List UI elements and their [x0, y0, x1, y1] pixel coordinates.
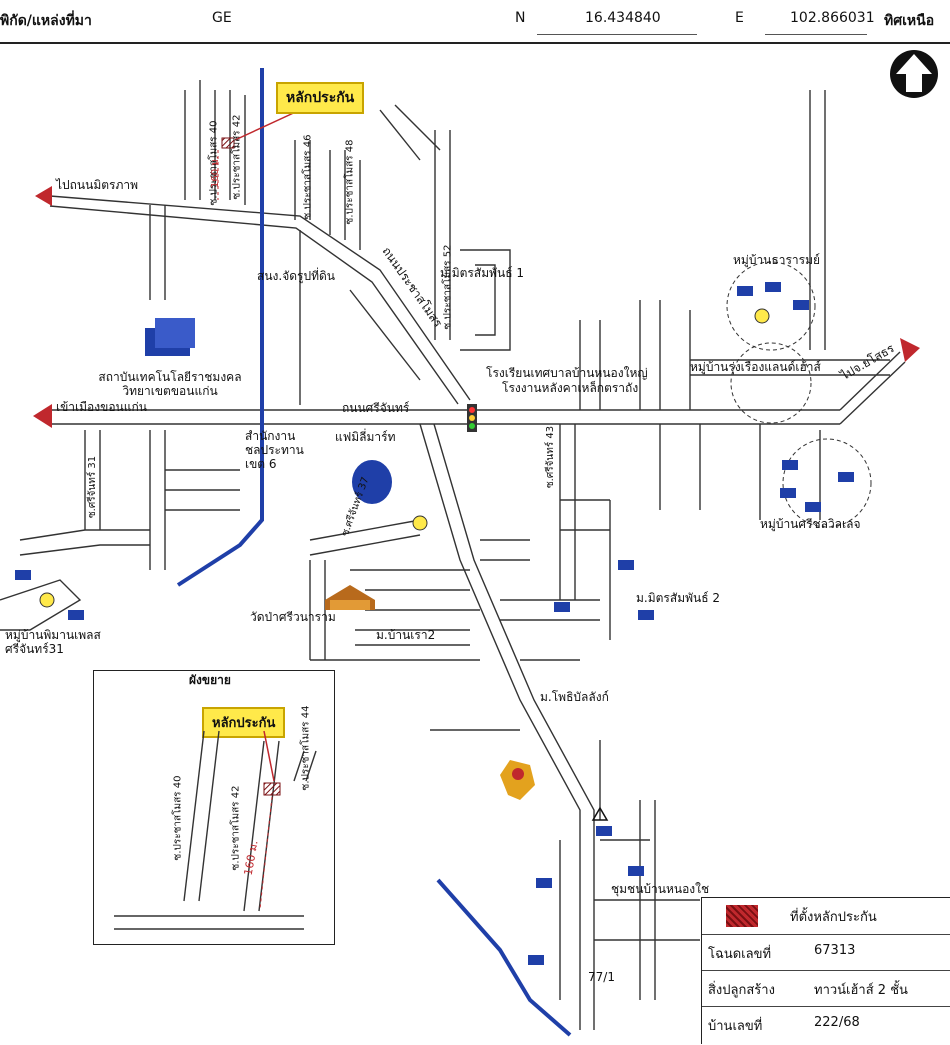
thararom-label: หมู่บ้านธารารมย์ — [733, 253, 821, 267]
rung-rueang-label: หมู่บ้านรุ่งเรืองแลนด์เฮ้าส์ — [690, 360, 821, 374]
rmuti-label: สถาบันเทคโนโลยีราชมงคลวิทยาเขตขอนแก่น — [98, 370, 242, 398]
soi-48-label: ซ.ประชาสโมสร 48 — [344, 139, 356, 225]
sri-chan-road-label: ถนนศรีจันทร์ — [342, 401, 410, 415]
soi-46-label: ซ.ประชาสโมสร 46 — [302, 134, 314, 220]
north-coord-label: N — [515, 10, 526, 26]
soi-42-label: ซ.ประชาสโมสร 42 — [231, 114, 243, 200]
land-office-label: สนง.จัดรูปที่ดิน — [257, 269, 335, 283]
inset-callout: หลักประกัน — [202, 707, 286, 738]
inset-roads — [114, 730, 317, 930]
school-label: โรงเรียนเทศบาลบ้านหนองใหญ่ — [486, 366, 648, 380]
factory-label: โรงงานหลังคาเหล็กตราถัง — [502, 381, 639, 395]
legend-marker-label: ที่ตั้งหลักประกัน — [790, 910, 877, 925]
building-value: ทาวน์เฮ้าส์ 2 ชั้น — [814, 983, 908, 998]
coord-source-value: GE — [212, 10, 232, 26]
building-label: สิ่งปลูกสร้าง — [708, 983, 775, 998]
baan-rao2-label: ม.บ้านเรา2 — [376, 628, 436, 642]
north-coord-value: 16.434840 — [585, 10, 661, 26]
inset-map: ผังขยาย หลักประกัน ซ.ประชาสโมสร 40 ซ.ประ… — [93, 670, 335, 945]
house-number-value: 222/68 — [814, 1015, 860, 1030]
soi-52-label: ซ.ประชาสโมสร 52 — [442, 244, 454, 330]
sri-chan-43-label: ซ.ศรีจันทร์ 43 — [545, 425, 557, 489]
sri-chan-31-label: ซ.ศรีจันทร์ 31 — [87, 455, 99, 519]
legend-box: ที่ตั้งหลักประกัน โฉนดเลขที่ 67313 สิ่งป… — [701, 897, 950, 1044]
distance-label: 160 ม. — [210, 155, 222, 189]
coordinate-header: พิกัด/แหล่งที่มา GE N 16.434840 E 102.86… — [0, 0, 950, 44]
deed-value: 67313 — [814, 943, 856, 958]
phiman-label: หมู่บ้านพิมานเพลส ศรีจันทร์31 — [5, 628, 101, 656]
house-number-label: บ้านเลขที่ — [708, 1019, 763, 1034]
to-khonkaen-label: เข้าเมืองขอนแก่น — [56, 400, 147, 414]
community-label: ชุมชนบ้านหนองใช — [611, 882, 710, 896]
collateral-callout: หลักประกัน — [276, 82, 365, 114]
family-mart-label: แฟมิลี่มาร์ท — [335, 430, 396, 444]
coord-source-label: พิกัด/แหล่งที่มา — [0, 13, 92, 29]
north-arrow-icon — [890, 50, 938, 98]
mittrsamphan1-label: ม.มิตรสัมพันธ์ 1 — [440, 266, 524, 280]
east-coord-value: 102.866031 — [790, 10, 875, 26]
east-coord-label: E — [735, 10, 744, 26]
inset-soi-42-label: ซ.ประชาสโมสร 42 — [230, 785, 242, 871]
inset-title: ผังขยาย — [189, 673, 231, 687]
collateral-marker-swatch — [726, 905, 758, 927]
sri-chonlathan-label: หมู่บ้านศรีชลวิลเลจ — [760, 517, 861, 531]
irrigation-office-label: สำนักงานชลประทานเขต 6 — [245, 429, 304, 471]
inset-soi-44-label: ซ.ประชาสโมสร 44 — [300, 705, 312, 791]
wat-label: วัดป่าศรีวนาราม — [250, 610, 336, 624]
mittrsamphan2-label: ม.มิตรสัมพันธ์ 2 — [636, 591, 720, 605]
to-mittraphap-label: ไปถนนมิตรภาพ — [56, 178, 139, 192]
deed-label: โฉนดเลขที่ — [708, 947, 772, 962]
road-number-label: 77/1 — [588, 970, 615, 984]
north-label: ทิศเหนือ — [884, 13, 935, 29]
phothi-label: ม.โพธิบัลลังก์ — [540, 690, 609, 704]
inset-soi-40-label: ซ.ประชาสโมสร 40 — [172, 775, 184, 861]
